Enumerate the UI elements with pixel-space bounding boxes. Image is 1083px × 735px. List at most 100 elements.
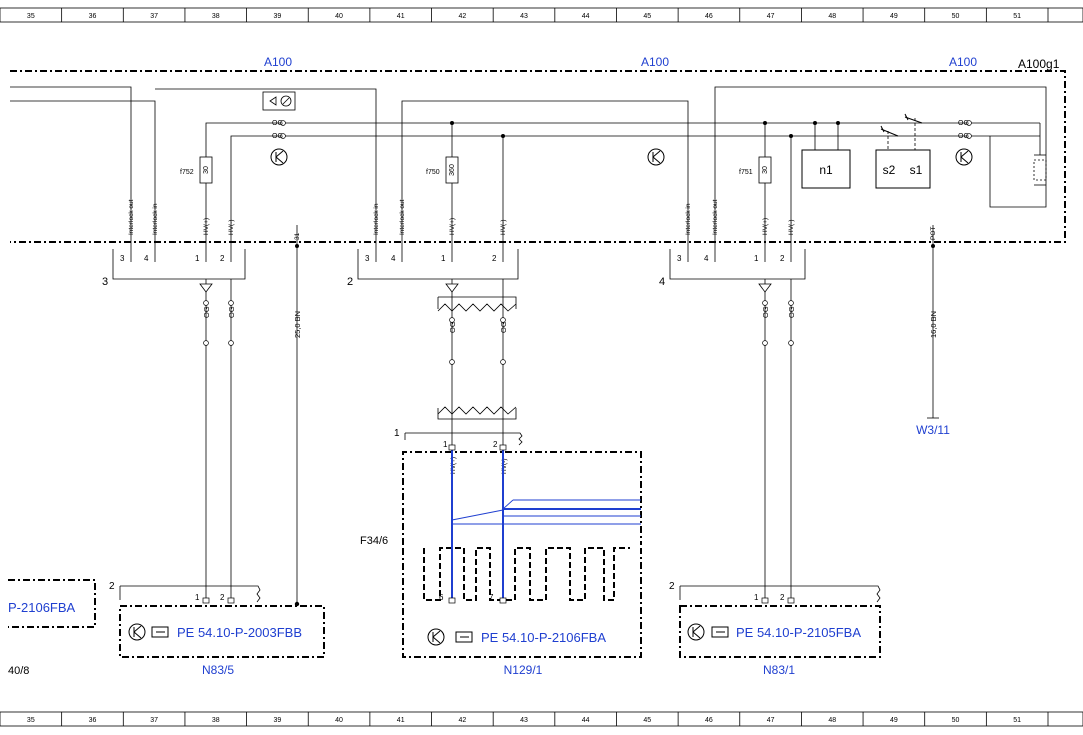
svg-text:30: 30: [203, 166, 210, 174]
ruler-label-bottom: 35: [27, 717, 35, 724]
n129-1-outline: [402, 451, 642, 658]
connector-pin-number: 3: [677, 254, 682, 263]
partial-page-ref: 40/8: [8, 665, 29, 677]
wire-og-label: OG: [227, 306, 236, 318]
interlock-wiring: [10, 86, 1047, 220]
ground-pin-label: 31: [294, 232, 301, 240]
connector-4-id: 4: [659, 276, 665, 288]
svg-text:s2: s2: [883, 163, 896, 177]
partial-component-ref[interactable]: P-2106FBA: [8, 600, 76, 615]
pin-label: HV(-): [788, 219, 795, 235]
pin-label: Interlock in: [373, 203, 380, 235]
ruler-label-top: 46: [705, 13, 713, 20]
pin-label: Interlock in: [685, 203, 692, 235]
component-pin-sockets: [202, 444, 795, 604]
crash-sensor-capacitor: [1033, 123, 1047, 186]
n83-1-pin-1: 1: [754, 593, 759, 602]
connector-3: [112, 249, 246, 280]
ruler-label-bottom: 38: [212, 717, 220, 724]
n83-5-connector: [119, 585, 261, 603]
heating-element: [423, 547, 630, 601]
cable-jacket-bottom: [437, 406, 517, 420]
ruler-label-bottom: 45: [643, 717, 651, 724]
n83-1-connector: [679, 585, 881, 603]
column-ruler-top: [0, 7, 1083, 23]
wire-og-label: OG: [787, 306, 796, 318]
ruler-label-bottom: 42: [458, 717, 466, 724]
connector-pin-number: 2: [780, 254, 785, 263]
svg-text:30: 30: [762, 166, 769, 174]
pin-stubs: [130, 220, 939, 605]
ruler-label-top: 47: [767, 13, 775, 20]
pin-label: HV(+): [449, 218, 456, 235]
wire-og-label: OG: [448, 321, 457, 333]
ruler-label-bottom: 48: [828, 717, 836, 724]
wire-og-label: OG: [761, 306, 770, 318]
module-label-3: A100: [949, 55, 977, 69]
n83-5-ref-link[interactable]: PE 54.10-P-2003FBB: [177, 625, 302, 640]
n129-1-name: N129/1: [504, 663, 543, 677]
pin-label: HV(-): [228, 219, 235, 235]
n83-5-pin-1: 1: [195, 593, 200, 602]
n129-1-pin-label: HV(-): [501, 458, 508, 474]
pin-label: Interlock in: [152, 203, 159, 235]
shield-symbols: [199, 283, 772, 293]
pin-label: Interlock out: [712, 199, 719, 235]
cable-jacket-top: [437, 296, 517, 312]
bus-junctions: [450, 121, 840, 138]
hv-bus: [205, 122, 1040, 220]
pin-label: HV(+): [203, 218, 210, 235]
ruler-label-bottom: 44: [582, 717, 590, 724]
bus-og-label: OG: [958, 120, 969, 127]
wire-og-label: OG: [499, 321, 508, 333]
wire-splice-marks: [203, 300, 794, 365]
n129-1-ref-link[interactable]: PE 54.10-P-2106FBA: [481, 630, 606, 645]
ruler-label-top: 48: [828, 13, 836, 20]
connector-pin-number: 3: [120, 254, 125, 263]
n83-5-name: N83/5: [202, 663, 234, 677]
interlock-relay: [262, 91, 296, 111]
switch-contacts: [880, 113, 923, 137]
n83-1-pin-2: 2: [780, 593, 785, 602]
ruler-label-bottom: 51: [1013, 717, 1021, 724]
wire-og-label: OG: [202, 306, 211, 318]
connector-pin-number: 4: [144, 254, 149, 263]
connector-pin-number: 1: [754, 254, 759, 263]
svg-text:f751: f751: [739, 169, 753, 176]
ruler-label-top: 39: [274, 13, 282, 20]
component-s2-s1: s2 s1: [875, 118, 931, 189]
ruler-label-top: 45: [643, 13, 651, 20]
svg-text:360: 360: [449, 164, 456, 176]
ruler-label-bottom: 50: [952, 717, 960, 724]
connector-pin-number: 2: [492, 254, 497, 263]
ruler-label-bottom: 47: [767, 717, 775, 724]
ruler-label-bottom: 40: [335, 717, 343, 724]
n83-5-outline: [119, 605, 325, 658]
n129-1-pin-2: 2: [493, 440, 498, 449]
pot-target-label: W3/11: [916, 423, 950, 437]
n83-1-ref-link[interactable]: PE 54.10-P-2105FBA: [736, 625, 861, 640]
bus-og-label: OG: [272, 120, 283, 127]
ruler-label-bottom: 39: [274, 717, 282, 724]
ruler-label-top: 42: [458, 13, 466, 20]
connector-4: [669, 249, 806, 280]
n83-1-connector-id: 2: [669, 581, 675, 592]
transistor-symbol-3: [955, 148, 973, 166]
n129-1-internal-hv: [451, 450, 641, 600]
connector-2-id: 2: [347, 276, 353, 288]
partial-component-outline: [8, 579, 96, 628]
component-pin-dots: [294, 601, 300, 607]
fuse-f752: 30 f752: [180, 156, 213, 184]
pin-label: Interlock out: [399, 199, 406, 235]
transistor-symbol-2: [647, 148, 665, 166]
n83-1-name: N83/1: [763, 663, 795, 677]
column-ruler-bottom: [0, 711, 1083, 727]
n129-1-fuse-label: F34/6: [360, 535, 388, 547]
n129-1-inner-pin-7: 7: [489, 593, 494, 602]
ruler-label-top: 36: [89, 13, 97, 20]
connector-pin-number: 4: [391, 254, 396, 263]
ruler-label-top: 35: [27, 13, 35, 20]
bus-og-label: OG: [958, 133, 969, 140]
ground-wire-label: 25,0 BN: [293, 311, 302, 338]
n129-1-connector: [404, 432, 523, 446]
